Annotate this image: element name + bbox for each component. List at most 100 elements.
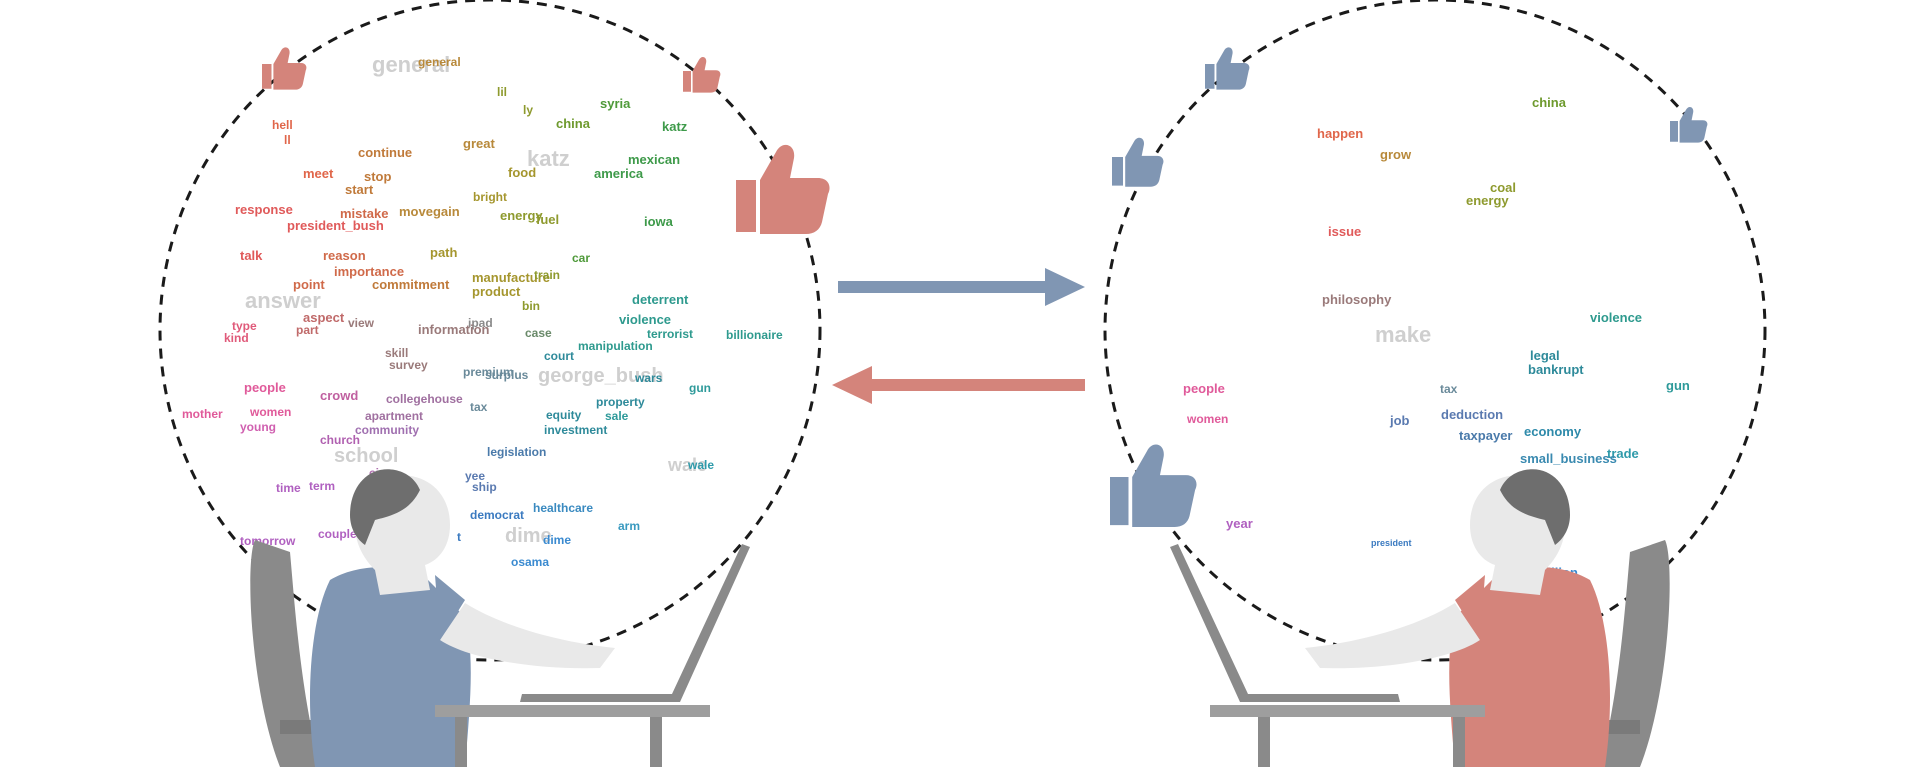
right-cloud-word: people [1183,381,1225,396]
left-cloud-word: time [276,481,301,495]
left-cloud-word: type [232,319,257,333]
left-cloud-word: mother [182,407,223,421]
left-cloud-word: school [334,445,398,467]
left-cloud-word: tax [470,400,488,414]
arrow-left-to-right [838,268,1085,306]
left-cloud-word: terrorist [647,327,693,341]
left-cloud-word: deterrent [632,292,689,307]
right-cloud-word: president [1371,538,1412,548]
left-cloud-word: syria [600,96,631,111]
right-cloud-word: economy [1524,424,1582,439]
left-cloud-word: importance [334,264,404,279]
left-cloud-word: reason [323,248,366,263]
left-cloud-word: sale [605,409,629,423]
left-cloud-word: premium [463,365,514,379]
right-person-at-laptop [1170,469,1670,767]
right-cloud-word: grow [1380,147,1412,162]
thumbs-up-icon [1110,444,1197,527]
thumbs-up-icon [683,56,721,93]
left-cloud-word: dime [543,533,571,547]
right-cloud-word: happen [1317,126,1363,141]
left-cloud-word: bin [522,299,540,313]
left-cloud-word: ll [284,133,291,147]
left-cloud-word: t [457,530,461,544]
right-cloud-word: deduction [1441,407,1503,422]
left-cloud-word: community [355,423,419,437]
left-cloud-word: katz [527,146,570,171]
left-cloud-word: china [556,116,591,131]
left-cloud-word: term [309,479,335,493]
left-cloud-word: great [463,136,495,151]
right-cloud-word: tax [1440,382,1458,396]
left-cloud-word: information [418,322,490,337]
right-cloud-word: violence [1590,310,1642,325]
left-cloud-word: people [244,380,286,395]
left-cloud-word: aspect [303,310,345,325]
right-cloud-word: job [1389,413,1410,428]
left-cloud-word: manipulation [578,339,653,353]
left-cloud-word: start [345,182,374,197]
left-cloud-word: bright [473,190,507,204]
left-cloud-word: katz [662,119,688,134]
left-cloud-word: energy [500,208,543,223]
left-cloud-word: product [472,284,521,299]
left-cloud-word: equity [546,408,582,422]
left-cloud-word: billionaire [726,328,783,342]
left-cloud-word: train [534,268,560,282]
thumbs-up-icon [1670,106,1708,143]
left-cloud-word: court [544,349,574,363]
left-cloud-word: general [418,55,461,69]
left-cloud-word: path [430,245,458,260]
left-cloud-word: kind [224,331,249,345]
right-cloud-word: trade [1607,446,1639,461]
left-cloud-word: apartment [365,409,423,423]
left-cloud-word: part [296,323,319,337]
left-cloud-word: osama [511,555,549,569]
right-word-cloud: chinahappengrowcoalenergyissuephilosophy… [1183,95,1690,580]
left-cloud-word: women [249,405,291,419]
left-cloud-word: meet [303,166,334,181]
thumbs-up-icon [1112,137,1164,187]
left-cloud-word: car [572,251,590,265]
left-cloud-word: point [293,277,325,292]
thumbs-up-icon [736,144,830,234]
left-cloud-word: food [508,165,536,180]
left-cloud-word: investment [544,423,607,437]
left-cloud-word: wars [634,371,663,385]
right-cloud-word: china [1532,95,1567,110]
left-cloud-word: america [594,166,644,181]
left-cloud-word: answer [245,288,321,313]
left-cloud-word: iowa [644,214,674,229]
left-cloud-word: response [235,202,293,217]
left-cloud-word: wale [687,458,714,472]
left-thought-bubble [158,0,822,662]
right-cloud-word: bankrupt [1528,362,1584,377]
left-cloud-word: crowd [320,388,358,403]
left-cloud-word: healthcare [533,501,593,515]
left-cloud-word: fuel [536,212,559,227]
left-cloud-word: skill [385,346,408,360]
left-cloud-word: commitment [372,277,450,292]
left-cloud-word: view [348,316,375,330]
left-cloud-word: dime [505,525,552,547]
left-cloud-word: yee [465,469,485,483]
left-cloud-word: young [240,420,276,434]
right-cloud-word: make [1375,322,1431,347]
left-cloud-word: legislation [487,445,546,459]
left-cloud-word: surplus [485,368,529,382]
left-cloud-word: case [525,326,552,340]
left-cloud-word: ipad [468,316,493,330]
left-cloud-word: couple [318,527,357,541]
left-cloud-word: continue [358,145,412,160]
left-person-at-laptop [250,469,750,767]
left-cloud-word: movegain [399,204,460,219]
right-thought-bubble [1103,0,1767,662]
right-cloud-word: issue [1328,224,1361,239]
left-cloud-word: democrat [470,508,524,522]
left-cloud-word: gun [689,381,711,395]
left-cloud-word: church [320,433,360,447]
left-cloud-word: stop [364,169,392,184]
